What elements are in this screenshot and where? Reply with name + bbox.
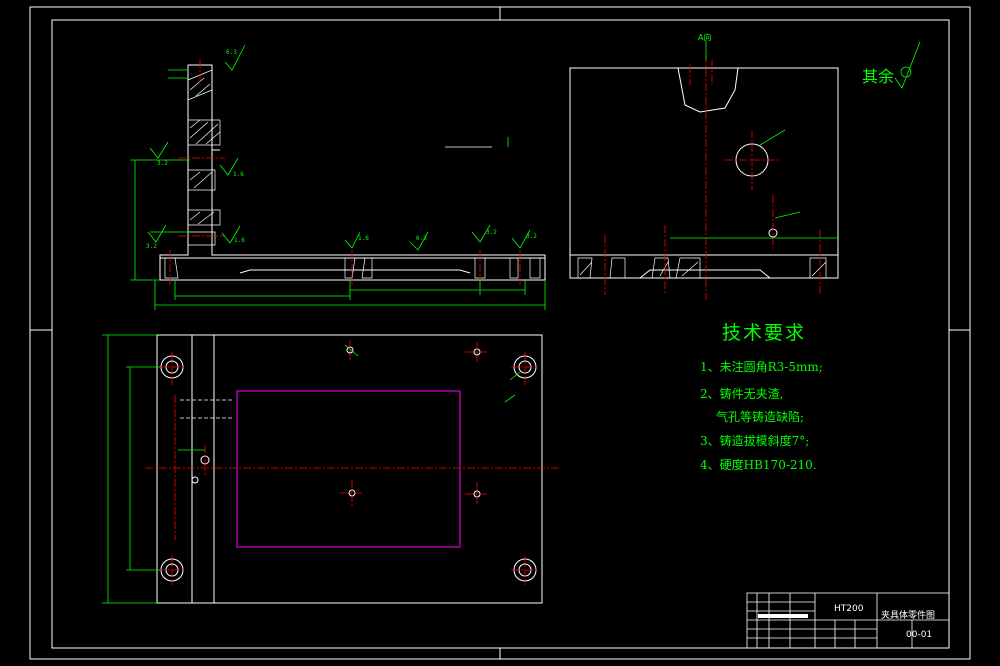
roughness-label-1: 6.3 <box>226 49 237 56</box>
side-view: A向 其余 <box>569 32 921 300</box>
tech-requirement-2: 2、铸件无夹渣, <box>700 387 784 401</box>
roughness-label-2: 1.6 <box>233 171 244 178</box>
hatched-sections <box>164 69 541 279</box>
tech-requirement-3: 3、铸造拔模斜度7°; <box>700 434 810 448</box>
roughness-label-4: 3.2 <box>157 160 168 167</box>
roughness-symbols <box>147 44 531 251</box>
roughness-label-5: 1.6 <box>234 237 245 244</box>
roughness-label-9: 3.2 <box>526 233 537 240</box>
tech-requirement-1: 1、未注圆角R3-5mm; <box>700 360 823 374</box>
drawing-number-label: 00-01 <box>906 630 932 640</box>
hidden-pocket-outline <box>236 390 461 548</box>
part-name-label: 夹具体零件图 <box>881 609 935 621</box>
drawing-frame <box>29 6 971 660</box>
tech-requirement-4: 4、硬度HB170-210. <box>700 458 817 472</box>
material-label: HT200 <box>834 604 864 614</box>
tech-requirements-title: 技术要求 <box>722 322 807 344</box>
tech-requirement-2-cont: 气孔等铸造缺陷; <box>716 410 805 424</box>
rest-surface-mark: 其余 <box>862 67 894 86</box>
front-view: 6.3 1.6 3.2 3.2 1.6 1.6 6.3 3.2 3.2 <box>130 44 546 310</box>
roughness-label-6: 1.6 <box>358 235 369 242</box>
section-direction-label: A向 <box>698 32 711 42</box>
roughness-label-8: 3.2 <box>486 229 497 236</box>
top-view <box>102 334 560 604</box>
title-block <box>746 592 950 649</box>
roughness-label-7: 6.3 <box>416 235 427 242</box>
roughness-label-3: 3.2 <box>146 243 157 250</box>
